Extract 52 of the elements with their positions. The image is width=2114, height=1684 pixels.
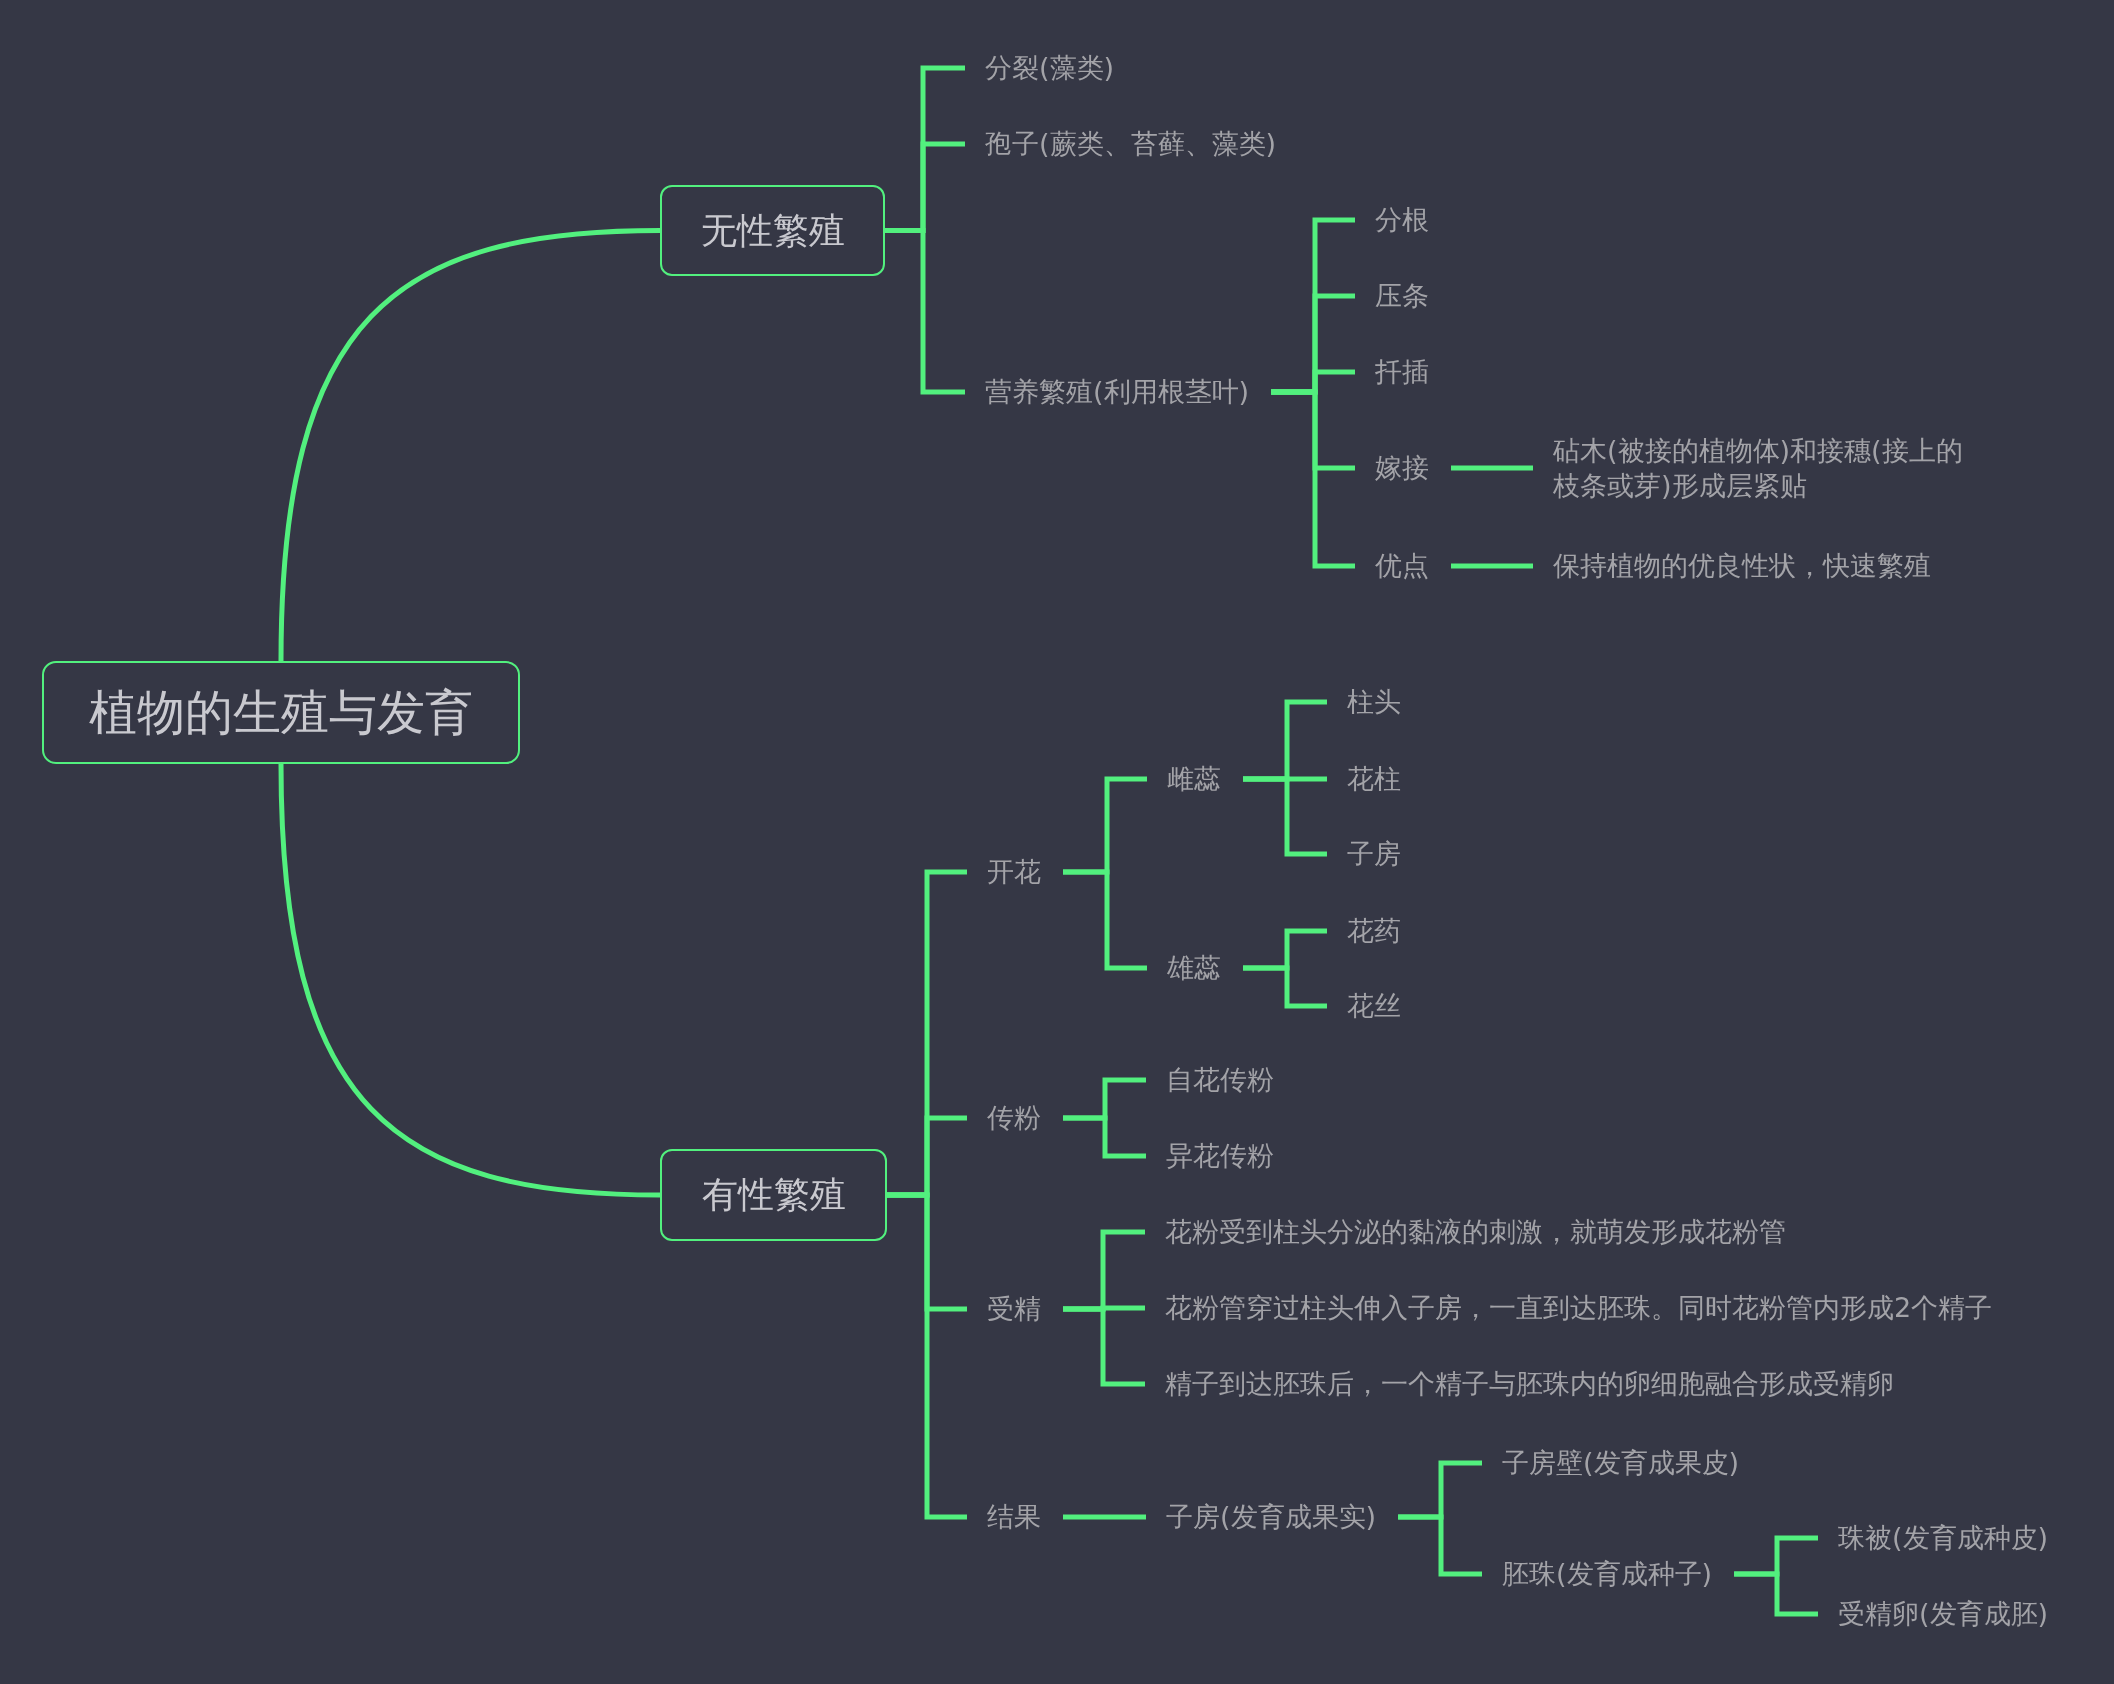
bracket-connector xyxy=(887,1192,967,1520)
branch-label: 扦插 xyxy=(1375,355,1429,390)
branch-label: 花药 xyxy=(1347,914,1401,949)
branch-label: 子房壁(发育成果皮) xyxy=(1502,1446,1740,1481)
topic-box xyxy=(660,185,885,276)
branch-label: 珠被(发育成种皮) xyxy=(1838,1521,2049,1556)
branch-label: 分裂(藻类) xyxy=(985,51,1115,86)
bracket-connector xyxy=(1063,869,1147,971)
branch-label: 砧木(被接的植物体)和接穗(接上的枝条或芽)形成层紧贴 xyxy=(1553,433,1964,503)
branch-label: 雌蕊 xyxy=(1167,762,1221,797)
branch-label: 保持植物的优良性状，快速繁殖 xyxy=(1553,549,1931,584)
branch-label: 花粉管穿过柱头伸入子房，一直到达胚珠。同时花粉管内形成2个精子 xyxy=(1165,1291,1993,1326)
central-topic-box xyxy=(42,661,520,764)
topic-label: 无性繁殖 xyxy=(700,208,845,253)
branch-label: 自花传粉 xyxy=(1166,1063,1274,1098)
branch-label: 结果 xyxy=(987,1500,1041,1535)
branch-label: 胚珠(发育成种子) xyxy=(1502,1557,1713,1592)
branch-label: 子房(发育成果实) xyxy=(1166,1500,1377,1535)
branch-label: 营养繁殖(利用根茎叶) xyxy=(985,375,1250,410)
bracket-connector xyxy=(1063,1115,1146,1159)
branch-label: 开花 xyxy=(987,855,1041,890)
branch-label: 雄蕊 xyxy=(1167,951,1221,986)
branch-label: 嫁接 xyxy=(1375,451,1429,486)
branch-label: 受精 xyxy=(987,1292,1041,1327)
branch-label: 子房 xyxy=(1347,837,1401,872)
branch-label: 精子到达胚珠后，一个精子与胚珠内的卵细胞融合形成受精卵 xyxy=(1165,1367,1894,1402)
bracket-connector xyxy=(1734,1571,1818,1617)
branch-curve xyxy=(278,763,661,1198)
bracket-connector xyxy=(1398,1514,1482,1577)
branch-label: 花柱 xyxy=(1347,762,1401,797)
branch-label: 优点 xyxy=(1375,549,1429,584)
branch-curve xyxy=(278,228,661,662)
bracket-connector xyxy=(1271,389,1355,569)
topic-label: 有性繁殖 xyxy=(701,1173,846,1217)
topic-label: 植物的生殖与发育 xyxy=(89,683,473,742)
branch-label: 压条 xyxy=(1375,279,1429,314)
branch-label: 传粉 xyxy=(987,1101,1041,1136)
bracket-connector xyxy=(1063,1514,1146,1520)
topic-box xyxy=(660,1149,887,1241)
bracket-connector xyxy=(1451,465,1533,471)
bracket-connector xyxy=(1451,563,1533,569)
bracket-connector xyxy=(1243,776,1327,857)
branch-label: 受精卵(发育成胚) xyxy=(1838,1597,2049,1632)
branch-label: 柱头 xyxy=(1347,685,1401,720)
bracket-connector xyxy=(885,228,965,395)
bracket-connector xyxy=(1243,965,1327,1009)
branch-label: 花粉受到柱头分泌的黏液的刺激，就萌发形成花粉管 xyxy=(1165,1215,1786,1250)
bracket-connector xyxy=(1063,1306,1145,1387)
branch-label: 分根 xyxy=(1375,203,1429,238)
branch-label: 花丝 xyxy=(1347,989,1401,1024)
branch-label: 异花传粉 xyxy=(1166,1139,1274,1174)
branch-label: 孢子(蕨类、苔藓、藻类) xyxy=(985,127,1277,162)
